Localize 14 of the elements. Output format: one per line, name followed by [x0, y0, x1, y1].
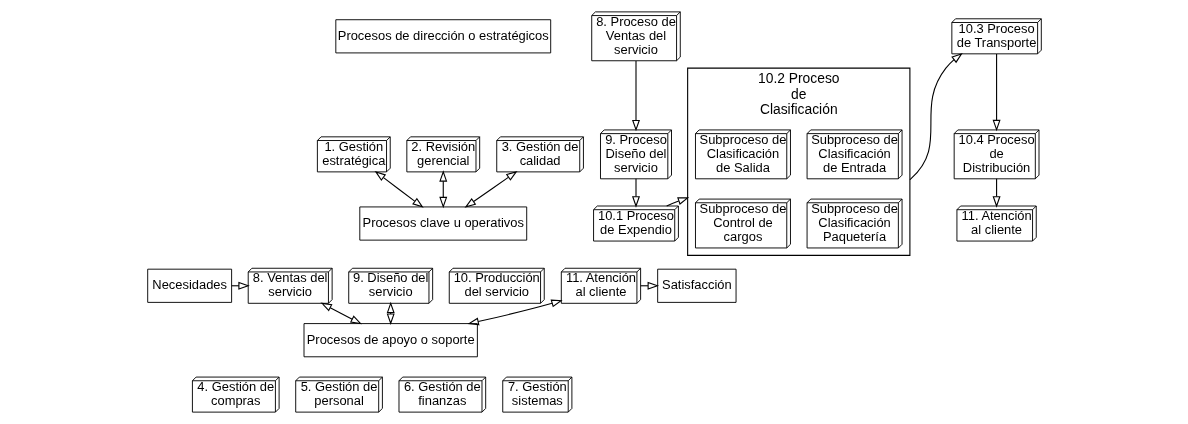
- arrow: [320, 302, 362, 325]
- arrow: [374, 170, 424, 208]
- arrow: [992, 53, 1001, 132]
- node-box: Necesidades: [146, 268, 232, 303]
- arrow: [908, 53, 963, 181]
- node-box: Procesos de dirección o estratégicos: [334, 19, 551, 54]
- arrow: [466, 299, 563, 326]
- node-box: Procesos de apoyo o soporte: [303, 323, 478, 358]
- arrow: [631, 60, 640, 132]
- arrow: [464, 170, 518, 208]
- arrow: [631, 178, 640, 208]
- arrow: [665, 197, 689, 207]
- node-box: Satisfacción: [656, 268, 736, 303]
- node-box: Procesos clave u operativos: [358, 206, 527, 241]
